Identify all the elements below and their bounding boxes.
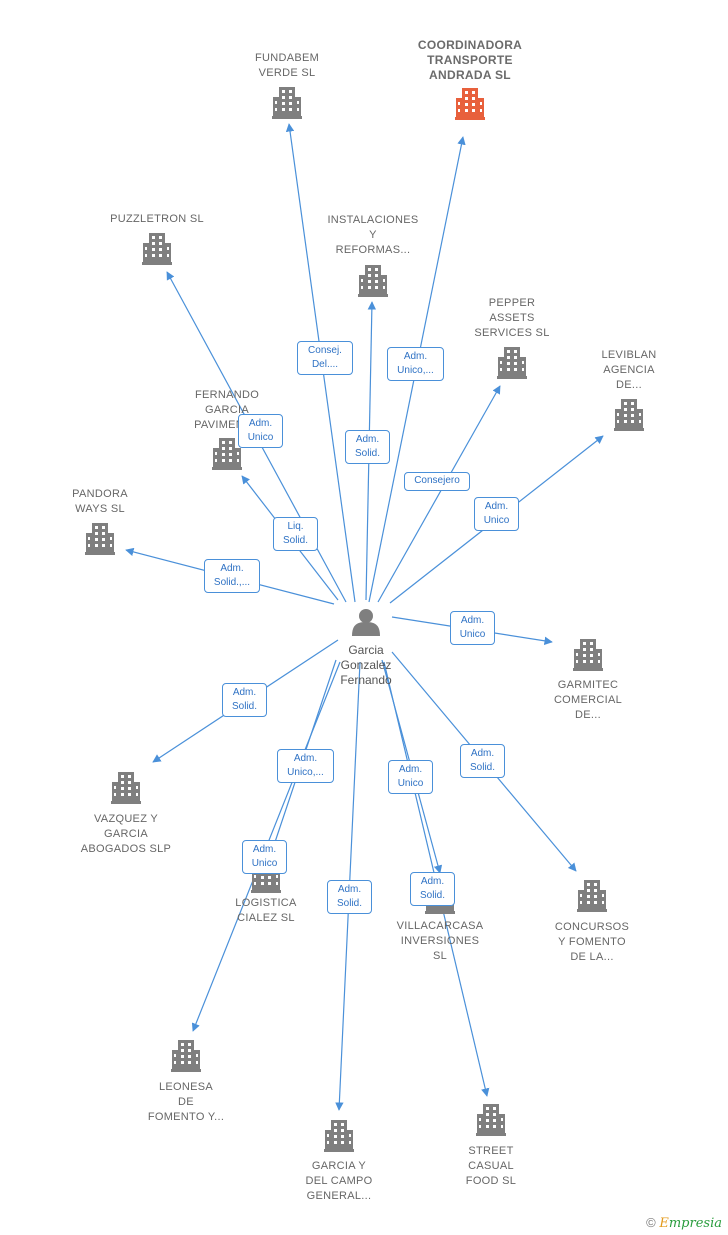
empresia-logo: Empresia (659, 1216, 722, 1231)
edge-role-concursos: Adm.Solid. (460, 744, 505, 778)
building-icon-street[interactable] (476, 1104, 506, 1136)
building-icon-fundabem[interactable] (272, 87, 302, 119)
edge-role-fernando: Liq.Solid. (273, 517, 318, 551)
building-icon-pandora[interactable] (85, 523, 115, 555)
edge-role-vazquez: Adm.Solid. (222, 683, 267, 717)
edge-role-garciacampo: Adm.Solid. (327, 880, 372, 914)
edge-role-garmitec: Adm.Unico (450, 611, 495, 645)
edge-pepper (377, 385, 501, 603)
building-icon-coordinadora[interactable] (455, 88, 485, 120)
node-label-puzzletron[interactable]: PUZZLETRON SL (110, 213, 204, 225)
edge-role-instalaciones: Adm.Solid. (345, 430, 390, 464)
person-icon[interactable] (352, 609, 380, 636)
copyright-symbol: © (646, 1215, 656, 1230)
edge-role-puzzletron: Adm.Unico (238, 414, 283, 448)
edge-role-pandora: Adm.Solid.,... (204, 559, 260, 593)
building-icon-concursos[interactable] (577, 880, 607, 912)
building-icon-puzzletron[interactable] (142, 233, 172, 265)
edge-role-fundabem: Consej.Del.... (297, 341, 353, 375)
edge-role-leonesa: Adm.Unico (242, 840, 287, 874)
building-icon-pepper[interactable] (497, 347, 527, 379)
edge-role-logistica: Adm.Unico,... (277, 749, 334, 783)
building-icon-garciacampo[interactable] (324, 1120, 354, 1152)
edge-role-street: Adm.Solid. (410, 872, 455, 906)
building-icon-garmitec[interactable] (573, 639, 603, 671)
edge-role-leviblan: Adm.Unico (474, 497, 519, 531)
edge-role-pepper: Consejero (404, 472, 470, 491)
building-icon-leonesa[interactable] (171, 1040, 201, 1072)
edge-role-coordinadora: Adm.Unico,... (387, 347, 444, 381)
building-icon-instalaciones[interactable] (358, 265, 388, 297)
edge-role-villacarcasa: Adm.Unico (388, 760, 433, 794)
footer-brand: © Empresia (646, 1215, 722, 1231)
building-icon-vazquez[interactable] (111, 772, 141, 804)
building-icon-leviblan[interactable] (614, 399, 644, 431)
